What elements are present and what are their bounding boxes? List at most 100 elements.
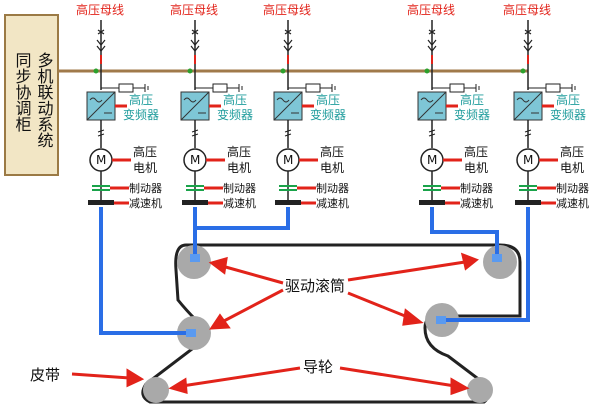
inverter-label-1: 高压 xyxy=(556,92,580,107)
shaft-line-1 xyxy=(99,207,190,335)
ground-icon xyxy=(571,84,576,92)
link-node-icon xyxy=(520,68,526,74)
ac-wave-icon xyxy=(420,97,434,103)
belt-arrow xyxy=(71,368,145,388)
switch-box-icon xyxy=(305,83,321,93)
reducer-icon xyxy=(275,200,301,205)
brake-label: 制动器 xyxy=(460,182,493,195)
cable-mark-icon xyxy=(524,129,532,137)
ground-icon xyxy=(475,84,480,92)
shaft-line-5 xyxy=(446,207,530,322)
motor-label-2: 电机 xyxy=(464,161,488,175)
inverter-label-2: 变频器 xyxy=(550,107,586,122)
motor-label-2: 电机 xyxy=(560,161,584,175)
shaft-line-4 xyxy=(430,207,499,258)
reducer-icon xyxy=(182,200,208,205)
drive-units: 高压母线高压变频器M高压电机制动器减速机高压母线高压变频器M高压电机制动器减速机… xyxy=(76,2,589,210)
motor-symbol: M xyxy=(523,153,533,167)
brake-label: 制动器 xyxy=(223,182,256,195)
bus-label-3: 高压母线 xyxy=(263,2,311,17)
reducer-label: 减速机 xyxy=(460,196,493,210)
guide-arrows xyxy=(168,366,470,396)
motor-label-1: 高压 xyxy=(133,144,157,159)
inverter-diagonal xyxy=(86,91,116,121)
drum-hub-2 xyxy=(190,254,200,262)
brake-label: 制动器 xyxy=(129,182,162,195)
motor-label-1: 高压 xyxy=(560,144,584,159)
ground-icon xyxy=(144,84,149,92)
ground-icon xyxy=(238,84,243,92)
inverter-diagonal xyxy=(417,91,447,121)
inverter-label-2: 变频器 xyxy=(310,107,346,122)
belt-label: 皮带 xyxy=(30,366,60,384)
inverter-label-2: 变频器 xyxy=(217,107,253,122)
cable-mark-icon xyxy=(428,129,436,137)
inverter-diagonal xyxy=(180,91,210,121)
switch-box-icon xyxy=(449,83,465,93)
cabinet-box xyxy=(4,14,59,176)
switch-icon xyxy=(428,29,436,35)
switch-box-icon xyxy=(212,83,228,93)
inverter-label-2: 变频器 xyxy=(123,107,159,122)
motor-label-1: 高压 xyxy=(227,144,251,159)
reducer-icon xyxy=(515,200,541,205)
ac-wave-icon xyxy=(89,97,103,103)
switch-icon xyxy=(191,29,199,35)
motor-label-1: 高压 xyxy=(464,144,488,159)
link-node-icon xyxy=(187,68,193,74)
cable-mark-icon xyxy=(97,129,105,137)
bus-label-2: 高压母线 xyxy=(170,2,218,17)
inverter-label-1: 高压 xyxy=(316,92,340,107)
guide-wheel-right xyxy=(467,377,493,403)
inverter-diagonal xyxy=(513,91,543,121)
motor-symbol: M xyxy=(427,153,437,167)
inverter-diagonal xyxy=(273,91,303,121)
link-node-icon xyxy=(424,68,430,74)
switch-box-icon xyxy=(118,83,134,93)
bus-label-5: 高压母线 xyxy=(503,2,551,17)
brake-label: 制动器 xyxy=(316,182,349,195)
drum-hub-4 xyxy=(436,316,446,324)
breaker-icon xyxy=(283,39,293,52)
drum-hub-1 xyxy=(186,329,196,337)
motor-label-1: 高压 xyxy=(320,144,344,159)
reducer-label: 减速机 xyxy=(223,196,256,210)
ac-wave-icon xyxy=(276,97,290,103)
motor-symbol: M xyxy=(96,153,106,167)
ac-wave-icon xyxy=(183,97,197,103)
switch-icon xyxy=(284,29,292,35)
motor-label-2: 电机 xyxy=(320,161,344,175)
motor-symbol: M xyxy=(190,153,200,167)
inverter-label-1: 高压 xyxy=(129,92,153,107)
reducer-label: 减速机 xyxy=(129,196,162,210)
switch-icon xyxy=(524,29,532,35)
drum-hub-3 xyxy=(492,254,502,262)
inverter-label-1: 高压 xyxy=(223,92,247,107)
switch-icon xyxy=(97,29,105,35)
cable-mark-icon xyxy=(284,129,292,137)
inverter-label-1: 高压 xyxy=(460,92,484,107)
bus-label-4: 高压母线 xyxy=(407,2,455,17)
guide-wheel-left xyxy=(143,377,169,403)
ac-wave-icon xyxy=(516,97,530,103)
reducer-label: 减速机 xyxy=(316,196,349,210)
reducer-icon xyxy=(88,200,114,205)
sync-cabinet: 多机联动系统 同步协调柜 xyxy=(4,14,59,176)
guide-label: 导轮 xyxy=(303,358,333,376)
switch-box-icon xyxy=(545,83,561,93)
bus-label-1: 高压母线 xyxy=(76,2,124,17)
reducer-icon xyxy=(419,200,445,205)
motor-label-2: 电机 xyxy=(227,161,251,175)
link-node-icon xyxy=(93,68,99,74)
drum-label: 驱动滚筒 xyxy=(285,277,345,295)
ground-icon xyxy=(331,84,336,92)
reducer-label: 减速机 xyxy=(556,196,589,210)
motor-label-2: 电机 xyxy=(133,161,157,175)
inverter-label-2: 变频器 xyxy=(454,107,490,122)
